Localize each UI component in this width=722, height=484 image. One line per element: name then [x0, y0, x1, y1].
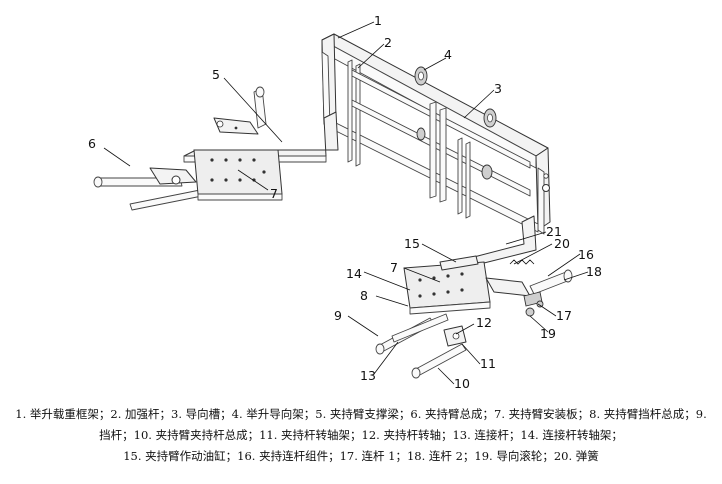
leader-lines: [103, 21, 589, 385]
callout-9: 9: [334, 308, 342, 323]
callout-17: 17: [556, 308, 572, 323]
figure-legend: 1. 举升载重框架；2. 加强杆；3. 导向槽；4. 举升导向架；5. 夹持臂支…: [14, 404, 708, 467]
callout-21: 21: [546, 224, 562, 239]
diagram-drawing: 1 2 4 3 5 6 7 21 15 20 16 18 7 14 8 9 12…: [88, 13, 602, 391]
callout-labels: 1 2 4 3 5 6 7 21 15 20 16 18 7 14 8 9 12…: [88, 13, 602, 391]
callout-7-upper: 7: [270, 186, 278, 201]
callout-8: 8: [360, 288, 368, 303]
callout-15: 15: [404, 236, 420, 251]
callout-20: 20: [554, 236, 570, 251]
callout-16: 16: [578, 247, 594, 262]
callout-7-lower: 7: [390, 260, 398, 275]
lifting-guide-rollers: [414, 66, 497, 180]
callout-19: 19: [540, 326, 556, 341]
callout-4: 4: [444, 47, 452, 62]
callout-18: 18: [586, 264, 602, 279]
legend-line-1: 1. 举升载重框架；2. 加强杆；3. 导向槽；4. 举升导向架；5. 夹持臂支…: [15, 407, 707, 442]
callout-2: 2: [384, 35, 392, 50]
callout-10: 10: [454, 376, 470, 391]
upper-clamp-arm: [93, 86, 283, 211]
legend-line-2: 15. 夹持臂作动油缸；16. 夹持连杆组件；17. 连杆 1；18. 连杆 2…: [123, 449, 599, 463]
callout-12: 12: [476, 315, 492, 330]
callout-11: 11: [480, 356, 496, 371]
mechanical-diagram: 1 2 4 3 5 6 7 21 15 20 16 18 7 14 8 9 12…: [88, 13, 602, 391]
callout-14: 14: [346, 266, 362, 281]
lower-clamp-arm: [375, 255, 573, 379]
callout-1: 1: [374, 13, 382, 28]
callout-13: 13: [360, 368, 376, 383]
callout-5: 5: [212, 67, 220, 82]
callout-6: 6: [88, 136, 96, 151]
callout-3: 3: [494, 81, 502, 96]
